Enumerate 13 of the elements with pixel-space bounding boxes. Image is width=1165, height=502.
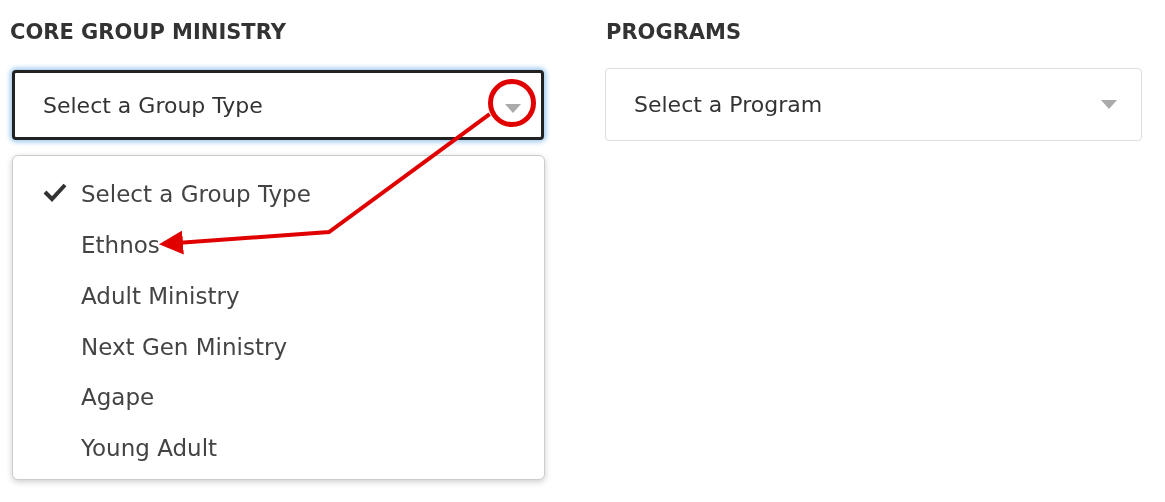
menu-option: Ethnos [81,227,160,263]
arrow [159,112,491,255]
highlight-circle [488,79,536,127]
menu-option: Adult Ministry [81,278,240,314]
dropdown-menu [12,155,545,480]
select-field: Select a Group Type [12,70,544,140]
select-field: Select a Program [605,68,1142,141]
section-heading: CORE GROUP MINISTRY [10,20,286,44]
section-heading: PROGRAMS [606,20,742,44]
menu-option: Agape [81,379,155,415]
menu-option: Select a Group Type [81,176,311,212]
menu-option: Young Adult [81,430,218,466]
menu-option: Next Gen Ministry [81,329,288,365]
